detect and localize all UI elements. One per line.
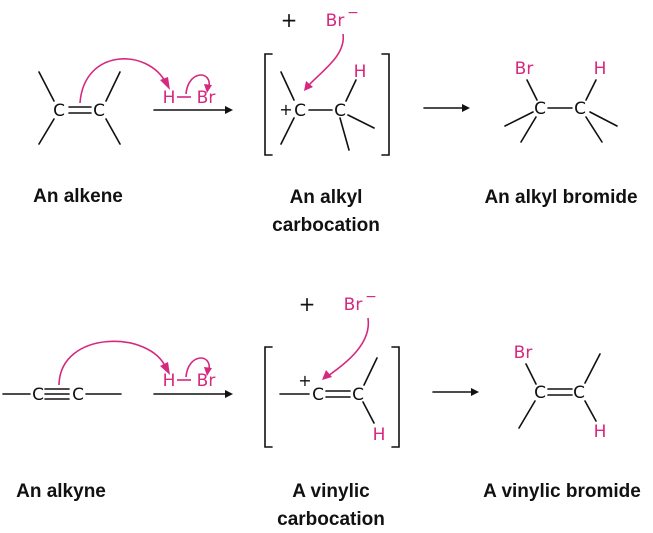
substituent-bond bbox=[589, 111, 618, 127]
negative-charge: − bbox=[347, 5, 359, 21]
alkene-substituent-bond bbox=[105, 71, 121, 102]
substituent-bond bbox=[584, 353, 601, 384]
electron-arrow bbox=[307, 33, 344, 87]
atom-carbon: C bbox=[72, 385, 84, 405]
substituent-bond bbox=[363, 357, 378, 386]
c-br-bond bbox=[526, 79, 538, 101]
atom-bromine: Br bbox=[197, 88, 216, 108]
hbr-reagent: H Br bbox=[163, 74, 216, 108]
alkyl-carbocation-structure: + C C H bbox=[264, 53, 390, 156]
arrow-head bbox=[322, 370, 332, 380]
atom-hydrogen: H bbox=[163, 88, 176, 108]
bracket-right bbox=[391, 346, 400, 448]
caption-alkyne: An alkyne bbox=[16, 481, 106, 502]
electron-arrow bbox=[185, 74, 210, 95]
atom-bromine: Br bbox=[514, 343, 533, 363]
atom-hydrogen: H bbox=[354, 62, 367, 82]
vinylic-carbocation-structure: + C C H bbox=[264, 346, 400, 448]
alkene-substituent-bond bbox=[38, 118, 55, 145]
reaction-arrow-head bbox=[225, 106, 233, 114]
atom-carbon: C bbox=[93, 101, 105, 121]
substituent-bond bbox=[504, 111, 534, 127]
atom-hydrogen: H bbox=[163, 371, 176, 391]
arrow-head bbox=[160, 362, 170, 375]
caption-vinylic-carbocation-line1: A vinylic bbox=[292, 481, 370, 502]
atom-carbon: C bbox=[352, 385, 364, 405]
electron-arrow bbox=[58, 340, 167, 386]
atom-carbon: C bbox=[534, 99, 546, 119]
positive-charge: + bbox=[298, 371, 311, 390]
bracket-right bbox=[381, 53, 390, 156]
substituent-bond bbox=[520, 116, 537, 143]
atom-carbon: C bbox=[574, 99, 586, 119]
caption-alkyl-carbocation-line1: An alkyl bbox=[290, 187, 363, 208]
negative-charge: − bbox=[365, 289, 377, 305]
plus-sign: + bbox=[299, 292, 316, 316]
c-h-bond bbox=[585, 79, 597, 101]
c-br-bond bbox=[525, 363, 537, 385]
c-h-bond bbox=[345, 79, 357, 102]
arrow-head bbox=[204, 84, 212, 93]
electron-arrow bbox=[327, 317, 370, 377]
electron-arrow bbox=[185, 357, 210, 378]
substituent-bond bbox=[280, 71, 295, 101]
alkyne-structure: C C bbox=[2, 385, 122, 405]
atom-bromine: Br bbox=[197, 371, 216, 391]
caption-vinylic-carbocation-line2: carbocation bbox=[277, 509, 385, 530]
atom-carbon: C bbox=[334, 101, 346, 121]
c-h-bond bbox=[362, 401, 375, 424]
positive-charge: + bbox=[279, 100, 292, 119]
atom-hydrogen: H bbox=[594, 422, 607, 442]
reaction-arrow-head bbox=[225, 390, 233, 398]
vinylic-bromide-structure: Br C C H bbox=[514, 343, 607, 442]
reaction-arrow-head bbox=[471, 388, 479, 396]
hbr-reagent: H Br bbox=[163, 357, 216, 391]
substituent-bond bbox=[280, 117, 295, 145]
alkene-substituent-bond bbox=[38, 71, 55, 102]
electron-arrow bbox=[79, 58, 167, 104]
substituent-bond bbox=[518, 400, 536, 429]
substituent-bond bbox=[339, 117, 350, 151]
atom-carbon: C bbox=[32, 385, 44, 405]
atom-hydrogen: H bbox=[594, 59, 607, 79]
plus-sign: + bbox=[281, 8, 298, 32]
caption-alkene: An alkene bbox=[33, 186, 123, 207]
bracket-left bbox=[264, 53, 273, 156]
caption-alkyl-carbocation-line2: carbocation bbox=[272, 215, 380, 236]
atom-carbon: C bbox=[534, 383, 546, 403]
atom-hydrogen: H bbox=[373, 425, 386, 445]
substituent-bond bbox=[585, 116, 603, 143]
atom-carbon: C bbox=[294, 101, 306, 121]
substituent-bond bbox=[347, 114, 375, 129]
atom-carbon: C bbox=[53, 101, 65, 121]
reaction-arrow-head bbox=[462, 104, 470, 112]
arrow-head bbox=[304, 81, 313, 91]
arrow-head bbox=[160, 77, 170, 90]
alkene-substituent-bond bbox=[105, 118, 121, 145]
atom-carbon: C bbox=[312, 385, 324, 405]
bromide-ion: Br bbox=[326, 11, 345, 31]
atom-carbon: C bbox=[573, 383, 585, 403]
atom-bromine: Br bbox=[515, 59, 534, 79]
alkyl-bromide-structure: Br H C C bbox=[504, 59, 618, 143]
caption-alkyl-bromide: An alkyl bromide bbox=[484, 187, 637, 208]
alkene-structure: C C bbox=[38, 71, 121, 145]
c-h-bond bbox=[584, 400, 597, 422]
caption-vinylic-bromide: A vinylic bromide bbox=[483, 481, 641, 502]
bracket-left bbox=[264, 346, 273, 448]
bromide-ion: Br bbox=[344, 295, 363, 315]
arrow-head bbox=[204, 367, 212, 376]
